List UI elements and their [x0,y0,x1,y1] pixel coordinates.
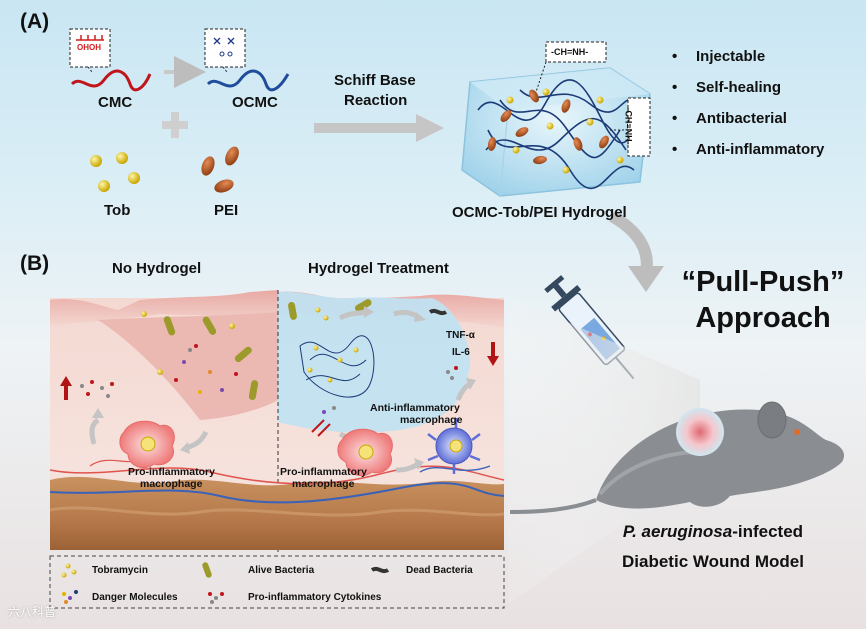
panel-b-label: (B) [20,252,50,275]
hydrogel-block [461,41,651,197]
model-infected: -infected [732,522,804,541]
tob-spheres [90,152,140,192]
panel-a-label: (A) [20,10,50,33]
pro-inflam-left-line2: macrophage [140,478,203,490]
cmc-inset-text: OHOH [77,43,101,52]
approach-line2: Approach [695,302,831,334]
tob-label: Tob [104,202,131,219]
reaction-label-1: Schiff Base [334,72,416,89]
ocmc-label: OCMC [232,94,278,111]
process-arrow [608,210,653,274]
ocmc-chain [204,28,290,92]
cmc-chain [69,28,152,92]
pro-inflammatory-macrophage-left [119,420,175,469]
skin-cross-section [49,290,505,552]
pei-label: PEI [214,202,239,219]
legend-danger-molecules: Danger Molecules [92,592,178,603]
approach-line1: “Pull-Push” [681,266,845,298]
model-species: P. aeruginosa [622,522,733,541]
tnf-label: TNF-α [446,330,475,341]
legend-tobramycin: Tobramycin [92,565,148,576]
no-hydrogel-heading: No Hydrogel [112,260,202,277]
feature-antibacterial: Antibacterial [672,110,787,127]
feature-anti-inflammatory: Anti-inflammatory [672,141,824,158]
reaction-label-2: Reaction [344,92,408,109]
cmc-label: CMC [98,94,133,111]
pro-inflam-right-line2: macrophage [292,478,355,490]
watermark: 六八科普 [8,605,57,619]
model-line1: P. aeruginosa-infected [560,522,866,542]
bond-label-top: -CH=NH- [551,47,589,57]
anti-inflammatory-macrophage [427,418,481,474]
model-line2: Diabetic Wound Model [622,552,804,571]
plus-sign [162,112,188,138]
zoom-cone [508,296,700,604]
pro-inflammatory-macrophage-right [337,428,393,477]
feature-self-healing: Self-healing [672,79,781,96]
pro-inflam-right-line1: Pro-inflammatory [280,466,367,478]
anti-inflam-line1: Anti-inflammatory [370,402,460,414]
legend-alive-bacteria: Alive Bacteria [248,565,315,576]
mouse-illustration [509,401,845,514]
pei-beans [201,146,239,193]
anti-inflam-line2: macrophage [400,414,463,426]
hydrogel-treatment-heading: Hydrogel Treatment [308,260,449,277]
feature-injectable: Injectable [672,48,765,65]
pro-inflam-left-line1: Pro-inflammatory [128,466,215,478]
wound-contents-left [80,311,259,400]
il6-label: IL-6 [452,347,470,358]
bond-label-side: -CH=NH- [623,107,634,145]
wound-contents-right [288,299,458,437]
legend-box [49,555,505,609]
legend-cytokines: Pro-inflammatory Cytokines [248,592,382,603]
hydrogel-product-label: OCMC-Tob/PEI Hydrogel [452,204,627,221]
legend-dead-bacteria: Dead Bacteria [406,565,473,576]
